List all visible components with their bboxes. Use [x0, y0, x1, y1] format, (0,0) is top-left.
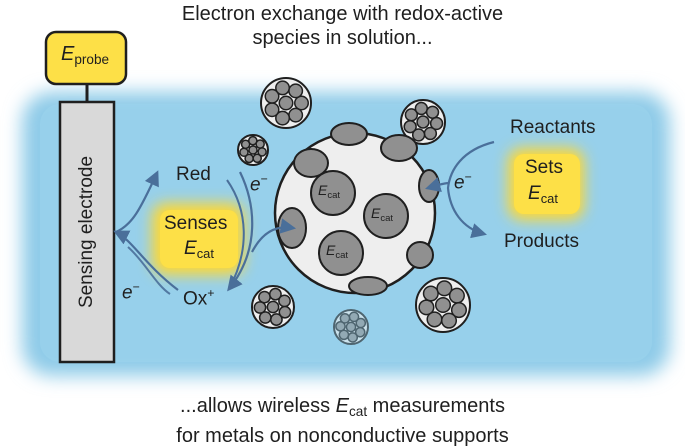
senses-label: Senses — [164, 213, 228, 234]
sets-ecat-label: Ecat — [528, 183, 558, 206]
e-probe-label: Eprobe — [61, 43, 110, 68]
support-particle — [415, 277, 471, 333]
red-ox-arrow — [227, 171, 254, 292]
site-ecat-label-3: Ecat — [326, 242, 349, 261]
particle-exchange-arrow — [251, 218, 297, 253]
electron-label-right: e− — [454, 170, 472, 194]
electron-label-particle: e− — [250, 172, 268, 196]
senses-ecat-label: Ecat — [184, 238, 214, 261]
support-particle — [400, 99, 446, 145]
ox-label: Ox+ — [183, 286, 215, 310]
catalyst-electron-arrow — [425, 177, 449, 193]
red-label: Red — [176, 164, 211, 185]
reactants-label: Reactants — [510, 117, 596, 138]
top-caption-line1: Electron exchange with redox-active — [181, 3, 504, 25]
catalyst-particle — [273, 122, 440, 296]
top-caption: Electron exchange with redox-active spec… — [0, 2, 685, 50]
left-exchange-arrow — [115, 170, 159, 234]
site-ecat-label-1: Ecat — [318, 182, 341, 201]
bottom-caption-line1: ...allows wireless Ecat measurements — [180, 395, 505, 420]
support-particle — [237, 134, 269, 166]
support-particle — [251, 285, 295, 329]
bottom-caption-line2: for metals on nonconductive supports — [176, 425, 509, 448]
sensing-electrode-label: Sensing electrode — [76, 155, 97, 309]
support-particle — [333, 309, 369, 345]
support-particle — [260, 77, 312, 129]
probe-box — [44, 30, 128, 86]
site-ecat-label-2: Ecat — [371, 205, 394, 224]
sets-label: Sets — [525, 157, 564, 178]
top-caption-line2: species in solution... — [252, 27, 433, 49]
reactants-products-arrow — [446, 140, 495, 239]
electron-label-left: e− — [122, 280, 140, 304]
products-label: Products — [504, 231, 579, 252]
